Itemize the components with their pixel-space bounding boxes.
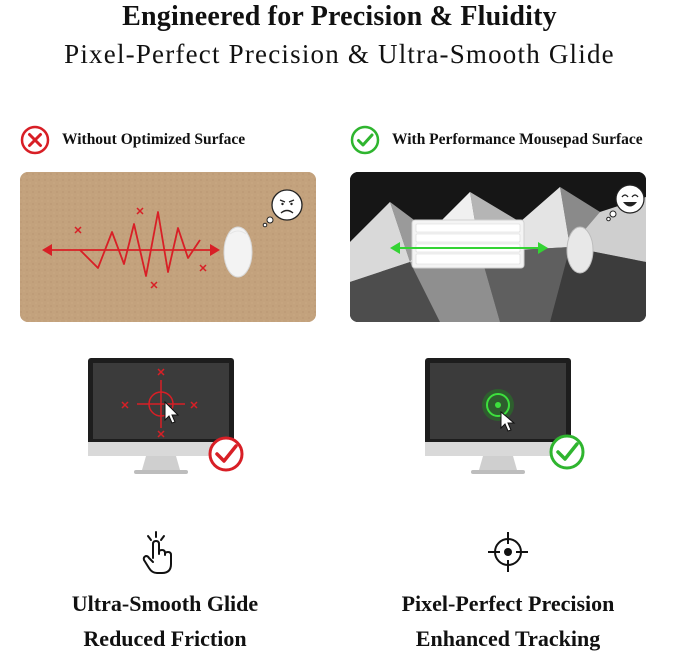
monitor-precise-cursor-illustration — [425, 358, 585, 474]
feature-glide-title: Ultra-Smooth Glide — [71, 591, 259, 616]
rough-surface-pad-image — [20, 172, 316, 322]
monitor-erratic-cursor-illustration — [88, 358, 244, 474]
without-surface-label: Without Optimized Surface — [62, 131, 246, 148]
red-x-circle-icon — [20, 125, 50, 155]
with-surface-label: With Performance Mousepad Surface — [392, 131, 643, 148]
jittery-tracking-illustration — [20, 172, 316, 322]
page-title: Engineered for Precision & Fluidity — [122, 1, 557, 32]
page-subtitle: Pixel-Perfect Precision & Ultra-Smooth G… — [64, 39, 615, 69]
sad-face-thought-bubble-icon — [262, 189, 303, 228]
without-surface-label-row: Without Optimized Surface — [20, 124, 245, 156]
touch-hand-icon — [142, 531, 172, 574]
geometric-mountain-pad-illustration — [350, 172, 646, 322]
crosshair-target-icon — [488, 532, 528, 572]
green-check-circle-icon — [350, 125, 380, 155]
happy-face-thought-bubble-icon — [606, 184, 645, 222]
feature-glide-subtitle: Reduced Friction — [83, 626, 247, 651]
with-surface-label-row: With Performance Mousepad Surface — [350, 124, 643, 156]
performance-surface-pad-image — [350, 172, 646, 322]
feature-precision-subtitle: Enhanced Tracking — [415, 626, 601, 651]
feature-precision-title: Pixel-Perfect Precision — [401, 591, 615, 616]
